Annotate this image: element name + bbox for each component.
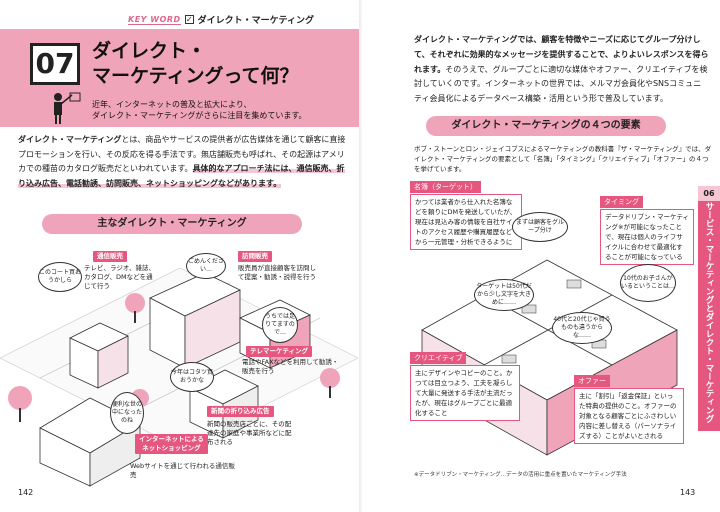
footnote: ※データドリブン・マーケティング…データの活用に重点を置いたマーケティング手法 bbox=[414, 472, 627, 478]
label-visit: 訪問販売 bbox=[238, 251, 272, 262]
page-number-right: 143 bbox=[680, 488, 696, 497]
speech-bubble: まずは顧客をグループ分け bbox=[512, 212, 568, 242]
box-title-timing: タイミング bbox=[600, 196, 643, 208]
presenter-icon bbox=[54, 92, 81, 124]
subtitle: 近年、インターネットの普及と拡大により、 ダイレクト・マーケティングがさらに注目… bbox=[92, 99, 307, 121]
left-page: KEY WORD ✓ ダイレクト・マーケティング 07 ダイレクト・ マーケティ… bbox=[0, 13, 360, 497]
label-net-shopping-line-1: インターネットによる bbox=[139, 435, 204, 443]
speech-bubble: 便利な世の中になったのね bbox=[110, 392, 144, 434]
box-title-offer: オファー bbox=[574, 375, 610, 387]
note-net-shopping: Webサイトを通じて行われる通信販売 bbox=[130, 462, 235, 479]
speech-bubble: 40代と20代じゃ買うものも違うからな…… bbox=[552, 312, 612, 344]
box-list: かつては業者から仕入れた名簿などを頼りにDMを発送していたが、現在は見込み客の情… bbox=[410, 194, 522, 250]
note-telemarketing: 電話やFAXなどを利用して勧誘・販売を行う bbox=[242, 358, 339, 375]
keyword-strip: KEY WORD ✓ ダイレクト・マーケティング bbox=[128, 13, 314, 26]
subtitle-line-2: ダイレクト・マーケティングがさらに注目を集めています。 bbox=[92, 111, 307, 120]
speech-bubble: 10代のお子さんがいるということは… bbox=[620, 264, 676, 302]
title-line-2: マーケティングって何？ bbox=[92, 65, 299, 87]
label-mail-order: 通信販売 bbox=[93, 251, 127, 262]
speech-bubble: ごめんください… bbox=[186, 253, 226, 279]
label-net-shopping: インターネットによる ネットショッピング bbox=[135, 434, 208, 454]
book-gutter bbox=[359, 0, 363, 512]
box-timing: データドリブン・マーケティング※が可能になったことで、現在は個人のライフサイクル… bbox=[600, 209, 694, 265]
label-net-shopping-line-2: ネットショッピング bbox=[142, 444, 201, 452]
box-title-creative: クリエイティブ bbox=[410, 352, 467, 364]
section-heading-right: ダイレクト・マーケティングの４つの要素 bbox=[426, 116, 666, 136]
box-creative: 主にデザインやコピーのこと。かつては目立つよう、工夫を凝らして大量に発送する手法… bbox=[410, 365, 520, 421]
keyword-tag: KEY WORD bbox=[128, 14, 181, 25]
speech-bubble: うちでは足りてますので… bbox=[262, 307, 298, 343]
right-bold-text: ダイレクト・マーケティングでは、顧客を特徴やニーズに応じてグループ分けして、それ… bbox=[414, 35, 709, 74]
label-flyer: 新聞の折り込み広告 bbox=[207, 406, 274, 417]
page-title: ダイレクト・ マーケティングって何？ bbox=[92, 39, 299, 89]
right-intro: ボブ・ストーンとロン・ジェイコブスによるマーケティングの教科書『ザ・マーケティン… bbox=[414, 145, 712, 173]
right-page: ダイレクト・マーケティングでは、顧客を特徴やニーズに応じてグループ分けして、それ… bbox=[362, 0, 720, 512]
keyword-text: ダイレクト・マーケティング bbox=[197, 16, 314, 26]
speech-bubble: 今年はコタツ買おうかな bbox=[170, 362, 214, 392]
lead-paragraph: ダイレクト・マーケティングとは、商品やサービスの提供者が広告媒体を通じて顧客に直… bbox=[18, 133, 348, 191]
note-visit: 販売員が直接顧客を訪問して提案・勧誘・説得を行う bbox=[238, 264, 316, 281]
section-heading: 主なダイレクト・マーケティング bbox=[42, 214, 302, 234]
section-number: 07 bbox=[30, 43, 80, 85]
label-telemarketing: テレマーケティング bbox=[246, 346, 312, 357]
note-mail-order: テレビ、ラジオ、雑誌、カタログ、DMなどを通じて行う bbox=[84, 264, 155, 290]
note-flyer: 新聞の販売店ごとに、その配達先の家庭や事業所などに配布される bbox=[207, 420, 292, 446]
title-block: 07 ダイレクト・ マーケティングって何？ 近年、インターネットの普及と拡大によ… bbox=[0, 29, 360, 127]
box-title-list: 名簿（ターゲット） bbox=[410, 181, 481, 193]
page-number-left: 142 bbox=[18, 488, 34, 497]
chapter-side-tab: サービス・マーケティングとダイレクト・マーケティング bbox=[698, 186, 720, 431]
lead-text: とは、商品やサービスの提供者が広告媒体を通じて顧客に直接プロモーションを行い、そ… bbox=[18, 135, 346, 174]
chapter-number: 06 bbox=[698, 186, 720, 201]
speech-bubble: ターゲットは50代だから少し文字を大きめに…… bbox=[474, 279, 534, 311]
box-offer: 主に「割引」「返金保証」といった特典の提供のこと。オファーの対象となる顧客ごとに… bbox=[574, 388, 684, 444]
right-body-text: そのうえで、グループごとに適切な媒体やオファー、クリエイティブを検討していくので… bbox=[414, 64, 708, 104]
town-illustration bbox=[0, 267, 358, 487]
speech-bubble: このコート買おうかしら bbox=[38, 262, 82, 292]
right-paragraph: ダイレクト・マーケティングでは、顧客を特徴やニーズに応じてグループ分けして、それ… bbox=[414, 33, 709, 107]
subtitle-line-1: 近年、インターネットの普及と拡大により、 bbox=[92, 100, 252, 109]
check-icon: ✓ bbox=[184, 15, 194, 24]
title-line-1: ダイレクト・ bbox=[92, 40, 207, 62]
lead-term: ダイレクト・マーケティング bbox=[18, 135, 122, 144]
